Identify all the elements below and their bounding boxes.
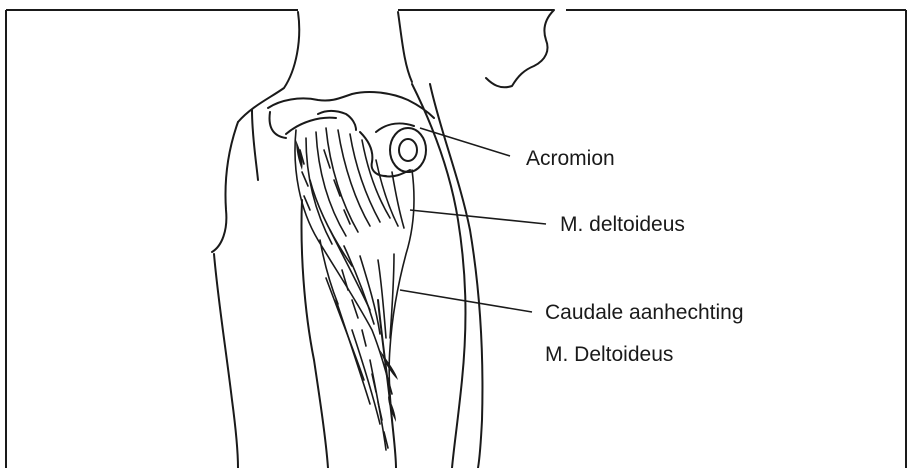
leader-lines [400, 128, 546, 312]
label-caudal-line1: Caudale aanhechting [545, 302, 744, 323]
body-outline [212, 10, 554, 468]
figure-frame [6, 10, 906, 468]
label-deltoid: M. deltoideus [560, 214, 685, 235]
label-caudal-line2: M. Deltoideus [545, 344, 673, 365]
acromion-structure [268, 92, 434, 177]
label-acromion: Acromion [526, 148, 615, 169]
leader-deltoid [410, 210, 546, 224]
leader-acromion [420, 128, 510, 156]
